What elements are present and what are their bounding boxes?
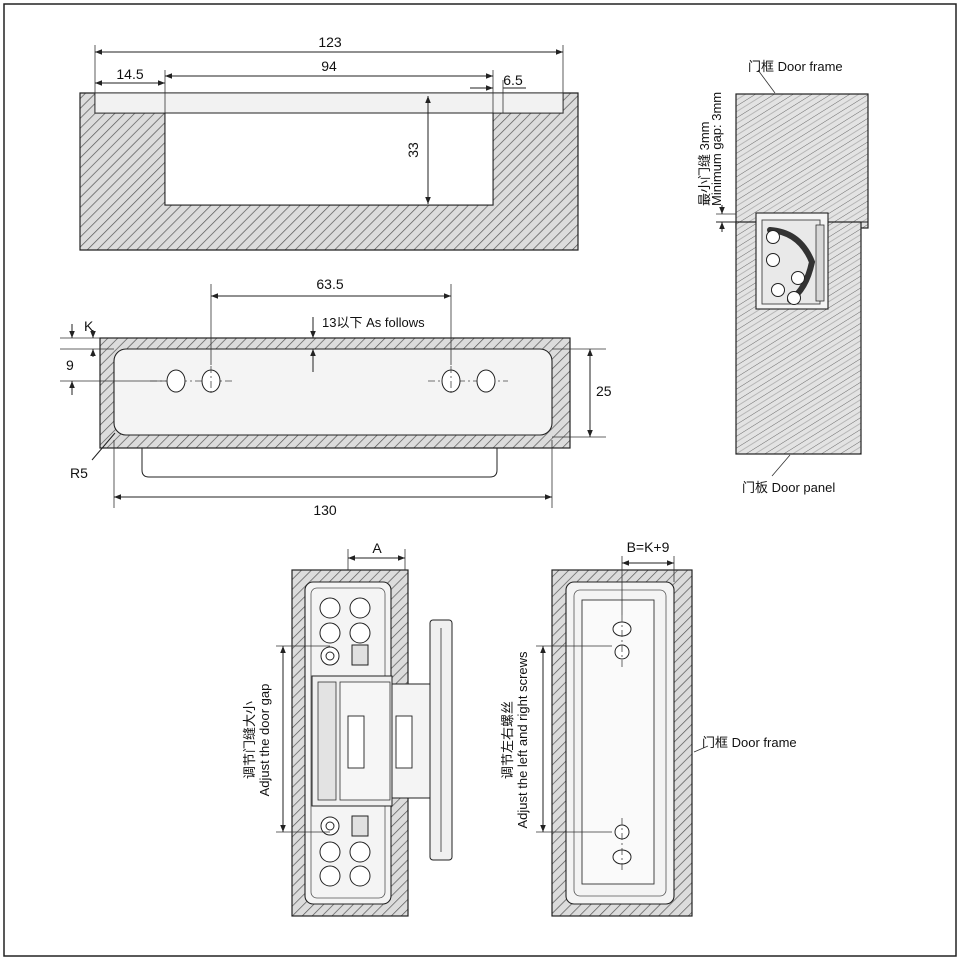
dim-a: A	[372, 540, 382, 556]
bottom-right-section: B=K+9 调节左右螺丝 Adjust the left and right s…	[500, 539, 797, 917]
dim-depth: 33	[405, 142, 421, 158]
right-label-en: Adjust the left and right screws	[515, 651, 530, 829]
dim-left: 14.5	[116, 66, 143, 82]
faceplate-underside	[141, 448, 498, 478]
middle-section: 63.5 13以下 As follows K 9 25 R5 130	[60, 276, 612, 518]
pivot-icon	[766, 230, 780, 244]
adjust-screw-top-icon	[320, 646, 340, 666]
dim-middle: 94	[321, 58, 337, 74]
dim-k: K	[84, 318, 94, 334]
dim-length: 130	[313, 502, 337, 518]
door-frame-label: 门框 Door frame	[748, 59, 843, 74]
door-frame-block	[735, 93, 869, 229]
dim-b: B=K+9	[627, 539, 670, 555]
dim-spacing: 63.5	[316, 276, 343, 292]
pivot-icon	[766, 253, 780, 267]
right-section: 门框 Door frame 门板 Door panel 最小门缝 3mm Min…	[697, 59, 869, 495]
depth-note: 13以下 As follows	[322, 315, 425, 330]
dim-height: 25	[596, 383, 612, 399]
left-label-en: Adjust the door gap	[257, 684, 272, 797]
dim-radius: R5	[70, 465, 88, 481]
dim-offset: 9	[66, 357, 74, 373]
pivot-icon	[787, 291, 801, 305]
faceplate-body	[113, 348, 553, 436]
page-border	[3, 3, 957, 957]
right-label-cn: 调节左右螺丝	[500, 701, 515, 779]
screw-hole	[476, 369, 496, 393]
bottom-frame-label: 门框 Door frame	[702, 735, 797, 750]
gap-label-en: Minimum gap: 3mm	[709, 92, 724, 206]
dim-right: 6.5	[503, 72, 523, 88]
adjust-screw-bottom-icon	[320, 816, 340, 836]
screw-hole	[166, 369, 186, 393]
pocket-recess	[164, 112, 494, 206]
pivot-icon	[791, 271, 805, 285]
left-label-cn: 调节门缝大小	[242, 701, 257, 779]
door-panel-label: 门板 Door panel	[742, 480, 835, 495]
bottom-left-section: A 调节门缝大小 Adjust the door gap	[242, 540, 453, 917]
dim-overall: 123	[318, 34, 342, 50]
pivot-icon	[771, 283, 785, 297]
top-section: 123 14.5 94 6.5 33	[79, 34, 579, 251]
gap-label-cn: 最小门缝 3mm	[697, 121, 712, 206]
